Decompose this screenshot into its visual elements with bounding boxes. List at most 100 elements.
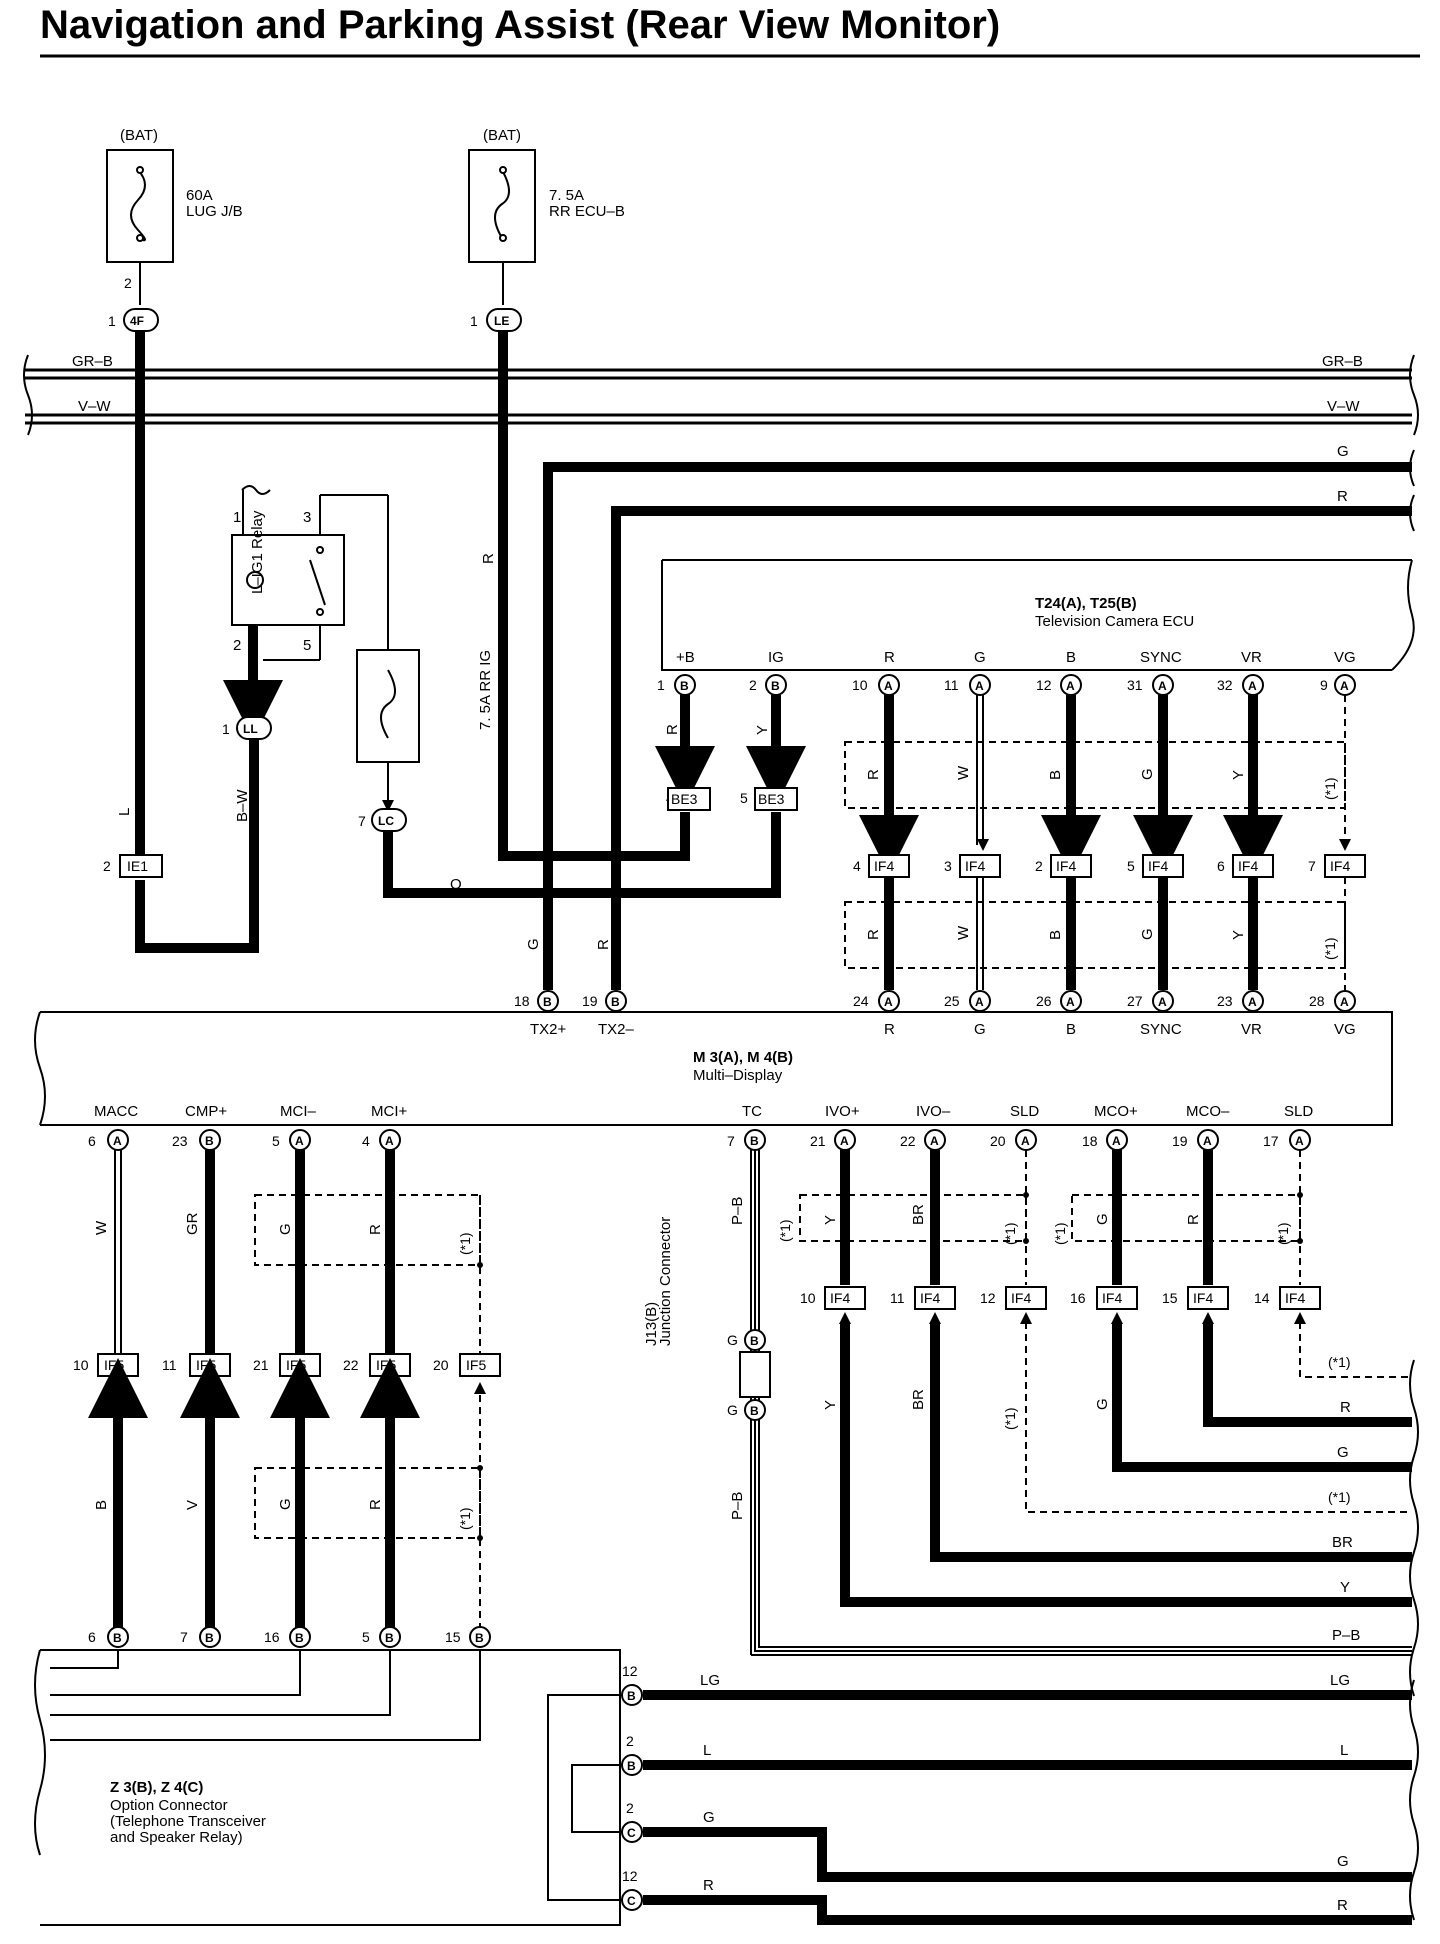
opt-rp-c1: B <box>627 1759 636 1773</box>
md-bp-l7: SLD <box>1010 1103 1039 1120</box>
md-tp-n4: 26 <box>1036 993 1052 1009</box>
w-w-u: W <box>955 765 972 780</box>
option-right-wires: LG LG L L G G R R <box>643 1672 1419 1925</box>
fuse-7-5a-rr-ig: 7. 5A RR IG 7 LC O <box>356 649 781 898</box>
opt-id: Z 3(B), Z 4(C) <box>110 1779 203 1796</box>
wire-o-label: O <box>450 876 462 893</box>
jc-name: Junction Connector <box>657 1217 674 1346</box>
or-g2: G <box>1337 1853 1349 1870</box>
opt-tp-c1: B <box>205 1631 214 1645</box>
fuse1-name: LUG J/B <box>186 203 243 220</box>
option-connector: 6 B 7 B 16 B 5 B 15 B Z 3(B), Z 4(C) Opt… <box>34 1626 643 1926</box>
if5-2: IF5 <box>286 1357 306 1373</box>
md-tp-l6: VR <box>1241 1021 1262 1038</box>
w-b-l: B <box>1047 930 1064 940</box>
md-bp-c6: A <box>930 1134 939 1148</box>
if4l-0: IF4 <box>830 1290 850 1306</box>
opt-l3: and Speaker Relay) <box>110 1829 243 1846</box>
rl-br: BR <box>910 1204 927 1225</box>
bus-v-w-left: V–W <box>78 398 111 415</box>
fuse3-conn: LC <box>378 814 394 828</box>
wire-r-label-1: R <box>480 553 497 564</box>
rl-y2: Y <box>822 1400 839 1410</box>
md-bp-c7: A <box>1021 1134 1030 1148</box>
opt-l1: Option Connector <box>110 1797 228 1814</box>
md-tp-c7: A <box>1340 995 1349 1009</box>
if4l-n5: 14 <box>1254 1290 1270 1306</box>
md-bp-c2: A <box>295 1134 304 1148</box>
md-bp-l9: MCO– <box>1186 1103 1230 1120</box>
fuse-60a-lug-jb: (BAT) 60A LUG J/B 2 1 4F <box>106 127 243 332</box>
ecu-pin-label-vg: VG <box>1334 649 1356 666</box>
md-tp-l4: B <box>1066 1021 1076 1038</box>
md-bp-n5: 21 <box>810 1133 826 1149</box>
jc-id: J13(B) <box>643 1302 660 1346</box>
or-lg2: LG <box>1330 1672 1350 1689</box>
jc-c1: B <box>750 1334 759 1348</box>
opt-tp-n1: 7 <box>180 1629 188 1645</box>
ie1-name: IE1 <box>127 858 148 874</box>
fuse1-conn: 4F <box>130 314 144 328</box>
md-bp-n1: 23 <box>172 1133 188 1149</box>
w-r-l: R <box>865 929 882 940</box>
bus-gr-b-right: GR–B <box>1322 353 1363 370</box>
rl-y3: Y <box>1340 1579 1350 1596</box>
ll-r: R <box>367 1224 384 1235</box>
fuse1-pin-top: 2 <box>124 275 132 291</box>
md-bp-c10: A <box>1295 1134 1304 1148</box>
md-tp-l3: G <box>974 1021 986 1038</box>
rl-g2: G <box>1094 1398 1111 1410</box>
ecu-pin-label-sync: SYNC <box>1140 649 1182 666</box>
relay-out-pin: 1 <box>222 721 230 737</box>
ecu-pin-num-11: 11 <box>944 677 959 693</box>
md-tp-n0: 18 <box>514 993 530 1009</box>
ecu-pin-c-2: B <box>771 679 780 693</box>
if4l-n0: 10 <box>800 1290 816 1306</box>
ll-s1b: (*1) <box>457 1507 473 1530</box>
if5-n0: 10 <box>73 1357 89 1373</box>
wire-l-label: L <box>116 808 133 816</box>
md-tp-l2: R <box>884 1021 895 1038</box>
wire-g-tx2: G <box>525 938 542 950</box>
ecu-pin-num-31: 31 <box>1127 677 1143 693</box>
md-bp-c4: B <box>750 1134 759 1148</box>
md-tp-n7: 28 <box>1309 993 1325 1009</box>
ie1-num: 2 <box>103 858 111 874</box>
rl-s1e: (*1) <box>1002 1407 1018 1430</box>
opt-tp-n3: 5 <box>362 1629 370 1645</box>
ecu-pin-label-vr: VR <box>1241 649 1262 666</box>
opt-tp-n4: 15 <box>445 1629 461 1645</box>
video-wires-upper: R W B G Y (*1) 4 IF4 3 IF4 2 IF4 5 IF4 6… <box>844 695 1366 990</box>
bus-g-label: G <box>1337 443 1349 460</box>
md-bp-l2: MCI– <box>280 1103 316 1120</box>
md-tp-n2: 24 <box>853 993 869 1009</box>
ecu-pin-label-b+: +B <box>676 649 695 666</box>
if4m-1: IF4 <box>965 858 985 874</box>
md-bp-n7: 20 <box>990 1133 1006 1149</box>
if4l-3: IF4 <box>1102 1290 1122 1306</box>
ecu-pin-label-ig: IG <box>768 649 784 666</box>
ecu-pin-num-9: 9 <box>1320 677 1328 693</box>
ecu-id: T24(A), T25(B) <box>1035 595 1137 612</box>
w-r-u: R <box>865 769 882 780</box>
if4m-n2: 2 <box>1035 858 1043 874</box>
rl-s1a: (*1) <box>777 1219 793 1242</box>
if5-3: IF5 <box>376 1357 396 1373</box>
opt-tp-c4: B <box>475 1631 484 1645</box>
ecu-pin-c-31: A <box>1158 679 1167 693</box>
jc-c2: B <box>750 1404 759 1418</box>
rl-r3: R <box>1340 1399 1351 1416</box>
md-bp-n3: 4 <box>362 1133 370 1149</box>
ll-v: V <box>184 1500 201 1510</box>
if4l-2: IF4 <box>1011 1290 1031 1306</box>
md-tp-c1: B <box>611 995 620 1009</box>
if4m-4: IF4 <box>1238 858 1258 874</box>
if4m-n3: 5 <box>1127 858 1135 874</box>
md-name: Multi–Display <box>693 1067 783 1084</box>
jc-g2: G <box>727 1402 738 1418</box>
or-l2: L <box>1340 1742 1348 1759</box>
if4m-5: IF4 <box>1330 858 1350 874</box>
be3-b-name: BE3 <box>758 791 785 807</box>
md-bp-l8: MCO+ <box>1094 1103 1138 1120</box>
